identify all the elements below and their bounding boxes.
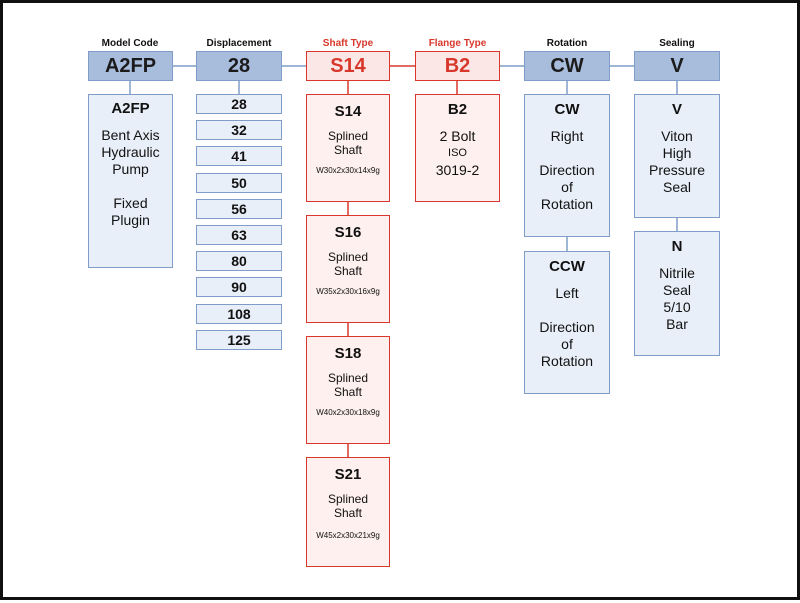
code-shaft: S14 xyxy=(306,51,390,81)
seal-line: High xyxy=(662,145,692,161)
seal-line: Seal xyxy=(662,282,692,298)
shaft-line: Splined xyxy=(327,250,369,264)
rotation-option-box: CCW Left Direction of Rotation xyxy=(524,251,610,394)
shaft-option-box: S14 Splined Shaft W30x2x30x14x9g xyxy=(306,94,390,202)
code-displacement: 28 xyxy=(196,51,282,81)
rotation-line: of xyxy=(561,336,573,352)
rotation-line: Rotation xyxy=(540,196,594,212)
rotation-line: Direction xyxy=(539,162,595,178)
rotation-line: of xyxy=(561,179,573,195)
shaft-spec: W40x2x30x18x9g xyxy=(316,408,380,417)
header-displacement: Displacement xyxy=(206,38,272,49)
rotation-line: Left xyxy=(555,285,579,301)
model-description-box: A2FP Bent Axis Hydraulic Pump Fixed Plug… xyxy=(88,94,173,268)
shaft-spec: W45x2x30x21x9g xyxy=(316,531,380,540)
model-line: Plugin xyxy=(111,212,150,228)
seal-line: Viton xyxy=(661,128,693,144)
shaft-option-box: S21 Splined Shaft W45x2x30x21x9g xyxy=(306,457,390,567)
flange-title: B2 xyxy=(447,101,468,118)
displacement-option: 41 xyxy=(196,146,282,166)
header-shaft-type: Shaft Type xyxy=(322,38,374,49)
header-sealing: Sealing xyxy=(659,38,695,49)
rotation-option-box: CW Right Direction of Rotation xyxy=(524,94,610,237)
shaft-title: S21 xyxy=(334,466,362,483)
shaft-option-box: S16 Splined Shaft W35x2x30x16x9g xyxy=(306,215,390,323)
displacement-option: 90 xyxy=(196,277,282,297)
shaft-spec: W30x2x30x14x9g xyxy=(316,166,380,175)
displacement-option: 108 xyxy=(196,304,282,324)
displacement-option: 50 xyxy=(196,173,282,193)
rotation-line xyxy=(525,302,609,319)
seal-title: N xyxy=(671,238,683,255)
model-title: A2FP xyxy=(111,100,150,117)
displacement-option: 28 xyxy=(196,94,282,114)
shaft-spec: W35x2x30x16x9g xyxy=(316,287,380,296)
seal-option-box: V Viton High Pressure Seal xyxy=(634,94,720,218)
shaft-title: S18 xyxy=(334,345,362,362)
rotation-line: Direction xyxy=(539,319,595,335)
seal-option-box: N Nitrile Seal 5/10 Bar xyxy=(634,231,720,356)
shaft-line: Splined xyxy=(327,371,369,385)
shaft-line: Splined xyxy=(327,492,369,506)
header-rotation: Rotation xyxy=(546,38,588,49)
seal-line: Pressure xyxy=(648,162,706,178)
displacement-option: 63 xyxy=(196,225,282,245)
code-rotation: CW xyxy=(524,51,610,81)
displacement-option: 56 xyxy=(196,199,282,219)
displacement-option: 32 xyxy=(196,120,282,140)
rotation-title: CCW xyxy=(549,258,585,275)
shaft-title: S14 xyxy=(334,103,362,120)
model-line: Hydraulic xyxy=(101,144,160,160)
rotation-line xyxy=(525,145,609,162)
shaft-title: S16 xyxy=(334,224,362,241)
header-model-code: Model Code xyxy=(101,38,159,49)
shaft-option-box: S18 Splined Shaft W40x2x30x18x9g xyxy=(306,336,390,444)
model-line: Pump xyxy=(112,161,149,177)
flange-line: 3019-2 xyxy=(435,162,480,178)
rotation-line: Right xyxy=(550,128,584,144)
seal-line: 5/10 xyxy=(663,299,691,315)
shaft-line: Shaft xyxy=(333,264,363,278)
flange-line: ISO xyxy=(448,147,467,159)
seal-line: Seal xyxy=(662,179,692,195)
model-line: Fixed xyxy=(113,195,148,211)
shaft-line: Shaft xyxy=(333,385,363,399)
rotation-line: Rotation xyxy=(540,353,594,369)
connector-lines xyxy=(129,65,678,457)
shaft-line: Shaft xyxy=(333,143,363,157)
code-flange: B2 xyxy=(415,51,500,81)
flange-option-box: B2 2 Bolt ISO 3019-2 xyxy=(415,94,500,202)
code-model: A2FP xyxy=(88,51,173,81)
seal-title: V xyxy=(671,101,682,118)
displacement-option: 125 xyxy=(196,330,282,350)
code-sealing: V xyxy=(634,51,720,81)
seal-line: Bar xyxy=(666,316,688,332)
model-line: Bent Axis xyxy=(101,127,160,143)
rotation-title: CW xyxy=(554,101,580,118)
seal-line: Nitrile xyxy=(659,265,695,281)
displacement-option: 80 xyxy=(196,251,282,271)
flange-line: 2 Bolt xyxy=(439,128,476,144)
shaft-line: Splined xyxy=(327,129,369,143)
shaft-line: Shaft xyxy=(333,506,363,520)
model-line xyxy=(89,178,172,195)
header-flange-type: Flange Type xyxy=(428,38,487,49)
